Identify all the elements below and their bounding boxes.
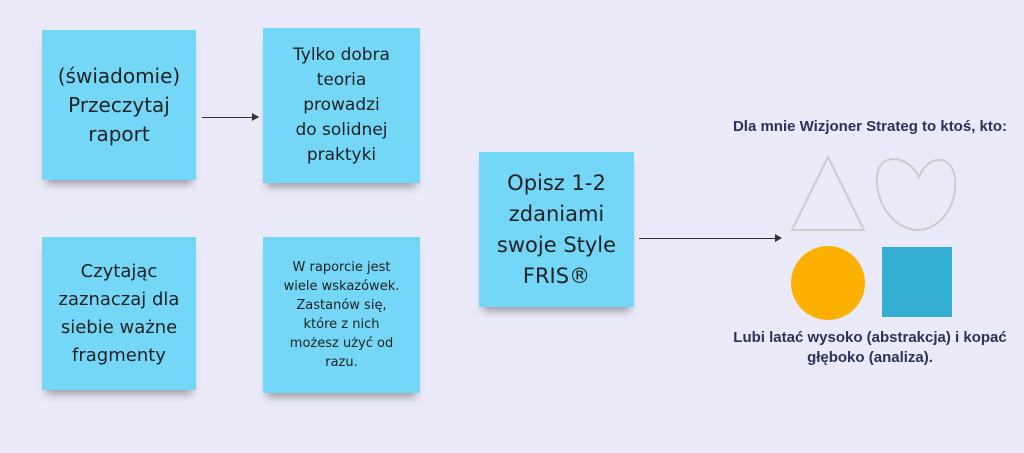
note-good-theory[interactable]: Tylko dobra teoria prowadzi do solidnej … (263, 28, 420, 183)
arrow-connector (202, 113, 259, 121)
heart-shape (875, 158, 957, 232)
note-describe-styles[interactable]: Opisz 1-2 zdaniami swoje Style FRIS® (479, 152, 634, 307)
shapes-title: Dla mnie Wizjoner Strateg to ktoś, kto: (732, 118, 1008, 135)
square-shape (882, 247, 952, 317)
note-read-report[interactable]: (świadomie) Przeczytaj raport (42, 30, 196, 180)
note-highlight-fragments[interactable]: Czytając zaznaczaj dla siebie ważne frag… (42, 237, 196, 390)
triangle-shape (790, 154, 866, 231)
arrow-connector (639, 234, 782, 242)
shapes-group (790, 154, 957, 320)
shapes-caption: Lubi latać wysoko (abstrakcja) i kopać g… (733, 329, 1007, 366)
note-report-tips[interactable]: W raporcie jest wiele wskazówek. Zastanó… (263, 237, 420, 393)
circle-shape (791, 246, 865, 320)
